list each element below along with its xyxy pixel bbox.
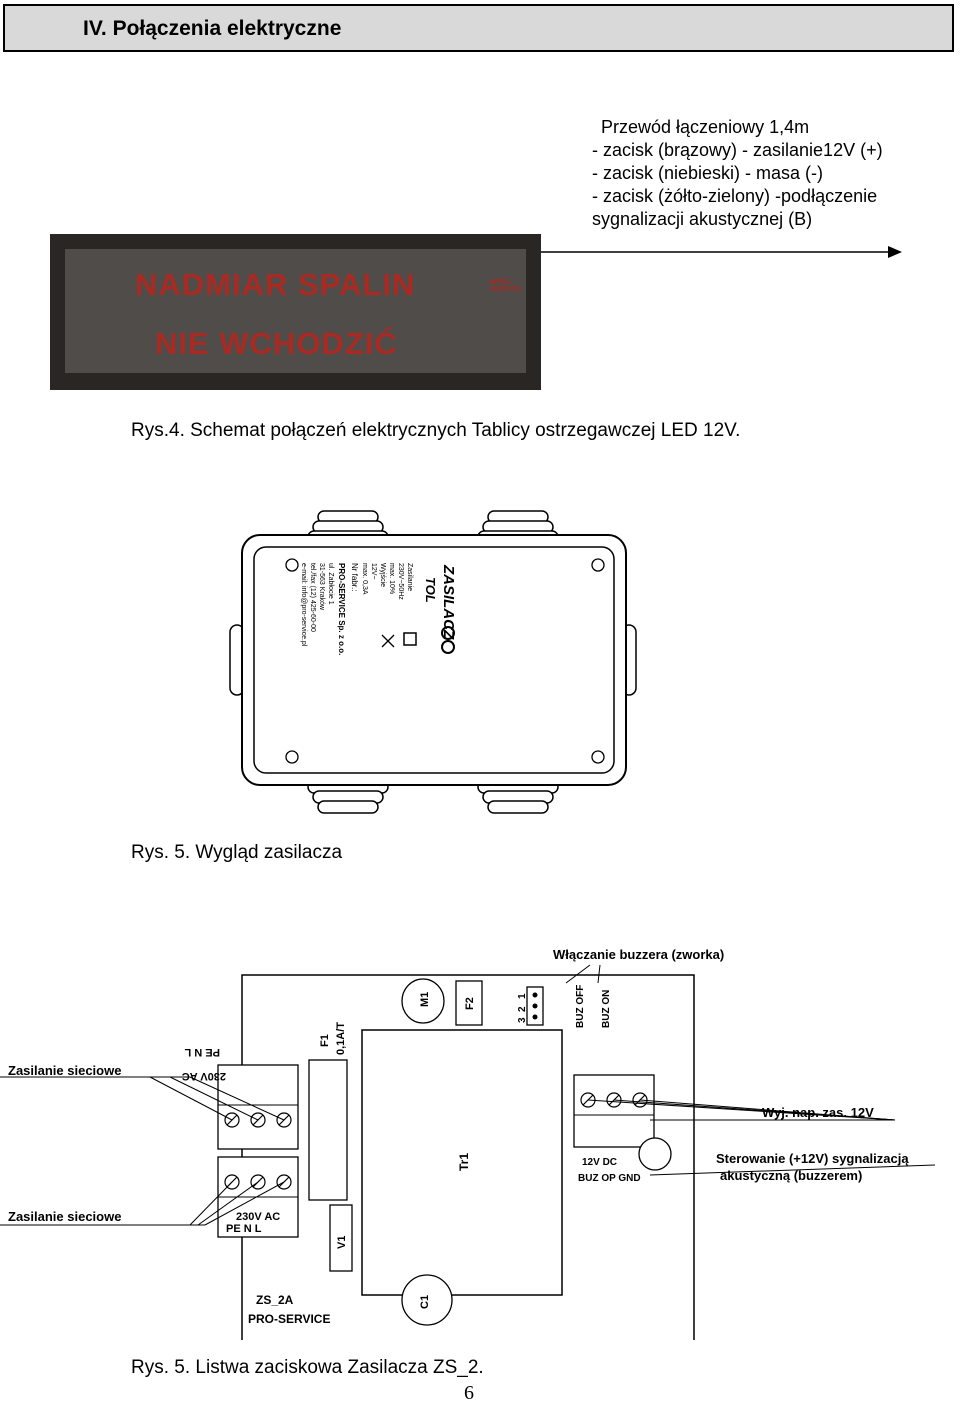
jumper-pin-label: 1 [517, 993, 528, 999]
nameplate: ZASILACZ TOL Zasilanie 230V~50Hz max. 10… [300, 563, 457, 655]
nameplate-line: Nr fabr.: [350, 563, 359, 591]
power-supply-drawing: ZASILACZ TOL Zasilanie 230V~50Hz max. 10… [229, 510, 637, 814]
control-label-1: Sterowanie (+12V) sygnalizacją [716, 1151, 909, 1166]
terminal-bottom-pins: PE N L [226, 1223, 262, 1235]
led-text-line-1: NADMIAR SPALIN [135, 267, 416, 302]
figure4-caption: Rys.4. Schemat połączeń elektrycznych Ta… [131, 420, 741, 441]
screw-icon [591, 558, 605, 572]
mains-terminal-top [217, 1064, 299, 1150]
cable-note-line: - zacisk (żółto-zielony) -podłączenie [592, 186, 878, 206]
nameplate-line: max. 0,3A [361, 563, 368, 595]
section-title: IV. Połączenia elektryczne [83, 17, 342, 40]
screw-icon [285, 558, 299, 572]
nameplate-address: tel./fax (12) 425-60-00 [309, 563, 316, 632]
nameplate-address: e-mail: info@pro-service.pl [300, 563, 307, 647]
led-sign: NADMIAR SPALIN NIE WCHODZIĆ ■PRO-SERVICE [50, 234, 541, 390]
nameplate-address: ul. Zabłocie 1 [327, 563, 334, 605]
screw-icon [285, 750, 299, 764]
jumper-pin [532, 1014, 538, 1020]
jumper-pin [532, 992, 538, 998]
nameplate-line: max. 10% [388, 563, 395, 594]
terminal-bottom-voltage: 230V AC [236, 1211, 280, 1223]
buz-on-label: BUZ ON [601, 990, 612, 1028]
nameplate-line: 12V~ [370, 563, 377, 580]
nameplate-line: Wyjście [379, 563, 386, 587]
nameplate-address: 31-563 Kraków [318, 563, 325, 611]
dc-pins: BUZ OP GND [578, 1173, 641, 1184]
m1-component [401, 978, 445, 1024]
cable-note-line: sygnalizacji akustycznej (B) [592, 209, 813, 229]
mains-label-top: Zasilanie sieciowe [8, 1063, 121, 1078]
mains-label-bottom: Zasilanie sieciowe [8, 1209, 121, 1224]
c1-label: C1 [419, 1295, 431, 1309]
page-number: 6 [464, 1382, 474, 1404]
terminal-diagram: Włączanie buzzera (zworka) M1 F2 3 2 1 B… [0, 947, 936, 1340]
led-brand-logo: ■PRO-SERVICE [490, 279, 521, 293]
nameplate-subtitle: TOL [423, 577, 438, 603]
f1-label: F1 [319, 1034, 331, 1047]
c1-capacitor [401, 1274, 453, 1326]
nameplate-line: Zasilanie [406, 563, 413, 591]
dc-label: 12V DC [582, 1157, 617, 1168]
nameplate-title: ZASILACZ [440, 564, 457, 640]
screw-icon [591, 750, 605, 764]
cable-note: Przewód łączeniowy 1,4m - zacisk (brązow… [592, 116, 883, 231]
terminal-top-pins: PE N L [184, 1046, 220, 1058]
weee-bin-icon [381, 634, 395, 648]
v1-label: V1 [336, 1236, 348, 1249]
f2-component [455, 980, 483, 1026]
buzzer-component [638, 1137, 672, 1171]
figure5b-caption: Rys. 5. Listwa zaciskowa Zasilacza ZS_2. [131, 1357, 484, 1378]
cable-note-line: Przewód łączeniowy 1,4m [601, 117, 810, 137]
double-insulation-icon [403, 632, 417, 646]
v1-component [329, 1204, 353, 1272]
nameplate-maker: PRO-SERVICE Sp. z o.o. [337, 563, 346, 655]
board-name: ZS_2A [256, 1293, 294, 1307]
transformer-tr1 [361, 1029, 563, 1296]
cable-note-line: - zacisk (niebieski) - masa (-) [592, 163, 824, 183]
m1-label: M1 [419, 992, 431, 1007]
tr1-label: Tr1 [457, 1153, 471, 1171]
led-display: NADMIAR SPALIN NIE WCHODZIĆ ■PRO-SERVICE [65, 249, 526, 373]
ce-mark-icon [441, 626, 455, 654]
cable-note-line: - zacisk (brązowy) - zasilanie12V (+) [592, 140, 883, 160]
fuse-f1 [308, 1059, 348, 1201]
section-header: IV. Połączenia elektryczne [3, 4, 954, 52]
f2-label: F2 [464, 997, 476, 1010]
output-terminal [573, 1074, 655, 1148]
buzzer-heading: Włączanie buzzera (zworka) [553, 947, 724, 962]
led-text-line-2: NIE WCHODZIĆ [155, 326, 398, 361]
enclosure-lid [253, 546, 615, 774]
jumper-pin-label: 3 [517, 1017, 528, 1023]
buz-off-label: BUZ OFF [575, 985, 586, 1028]
jumper-pin-label: 2 [517, 1006, 528, 1012]
figure5a-caption: Rys. 5. Wygląd zasilacza [131, 842, 343, 863]
nameplate-line: 230V~50Hz [397, 563, 404, 600]
terminal-top-voltage: 230V AC [182, 1070, 226, 1082]
jumper-pin [532, 1003, 538, 1009]
f1-rating: 0,1A/T [335, 1022, 347, 1055]
board-maker: PRO-SERVICE [248, 1312, 330, 1326]
